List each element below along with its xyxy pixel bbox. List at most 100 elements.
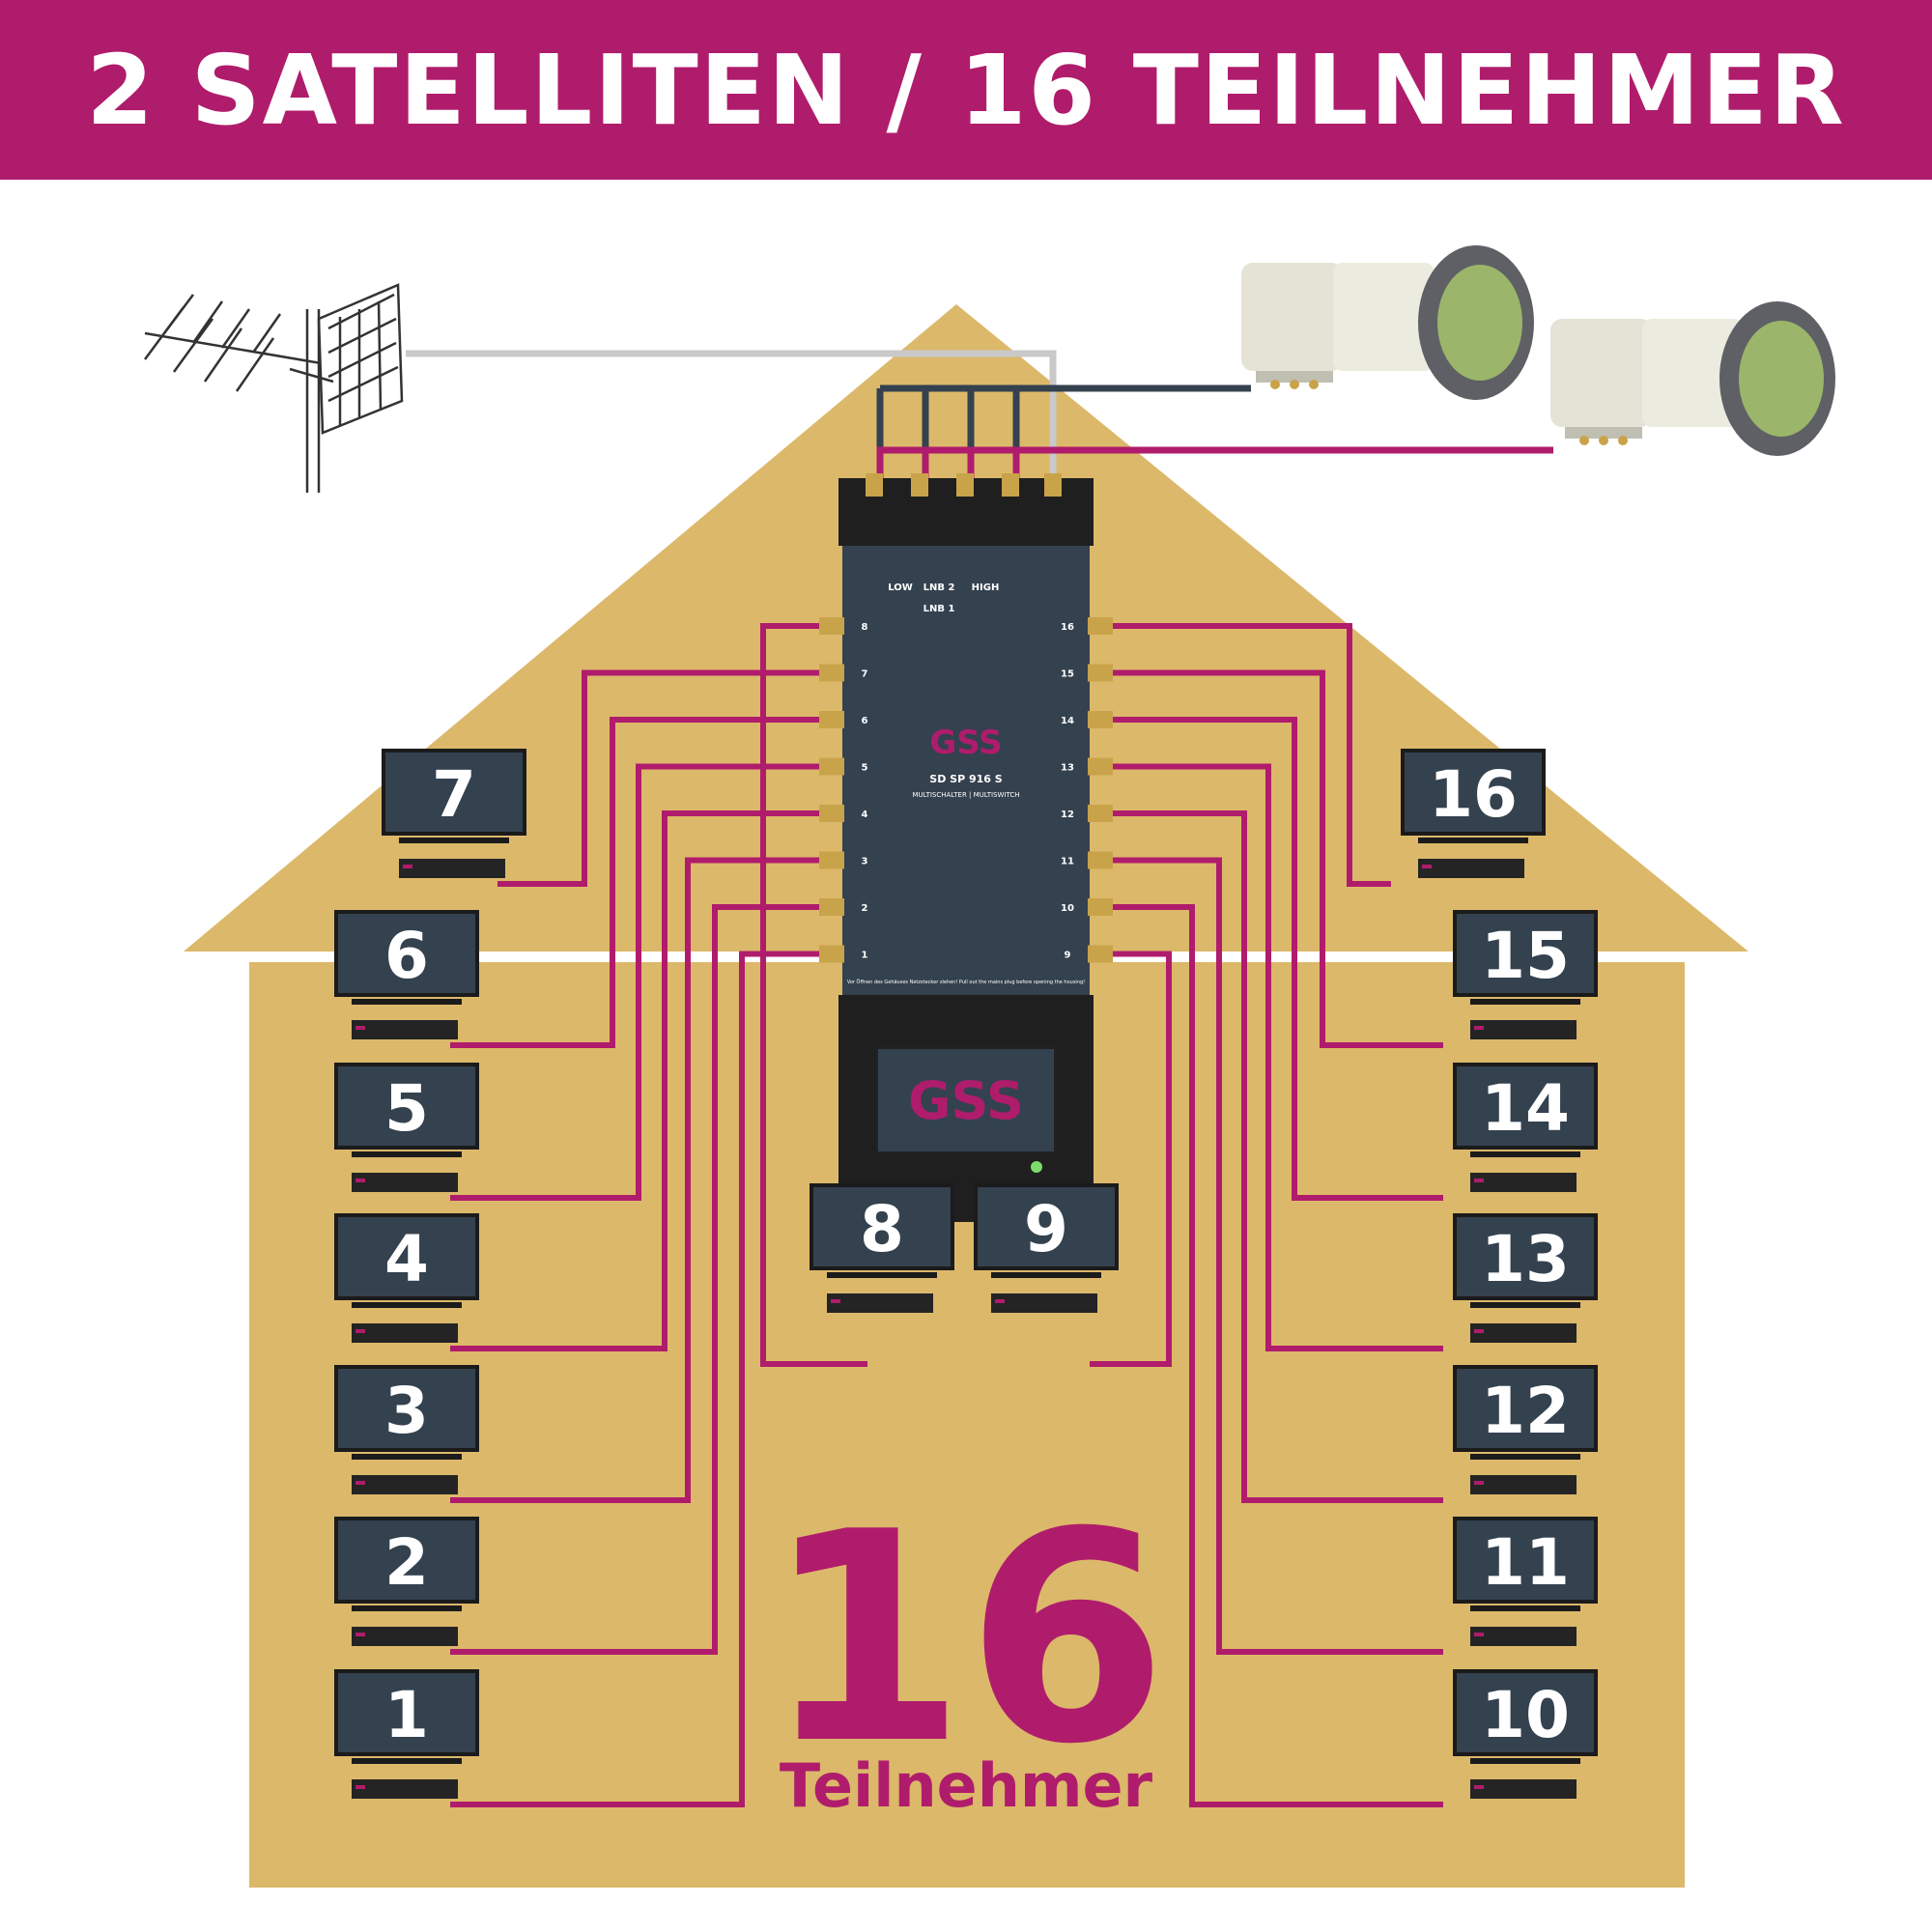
subscriber-count: 16 [764,1470,1167,1807]
receiver-7: 7 [382,749,526,878]
stb-led [1474,1026,1484,1030]
lnb-icon [1241,245,1534,400]
switch-subtitle: MULTISCHALTER | MULTISWITCH [912,791,1019,799]
set-top-box-icon [1470,1323,1577,1343]
set-top-box-icon [1470,1475,1577,1494]
tv-screen-icon [338,914,475,993]
tv-stand [399,838,509,843]
input-port [1002,473,1019,497]
receiver-number: 4 [384,1222,429,1296]
tv-screen-icon [338,1217,475,1296]
receiver-number: 8 [860,1192,904,1266]
output-port [819,664,844,682]
tv-stand [352,1758,462,1764]
tv-stand [1470,1605,1580,1611]
stb-led [831,1299,840,1303]
stb-led [355,1179,365,1182]
receiver-number: 1 [384,1678,429,1752]
switch-brand-small: GSS [929,724,1002,762]
switch-lnb1-label: LNB 1 [923,604,955,614]
tv-stand [1470,1454,1580,1460]
receiver-number: 7 [432,757,476,832]
receiver-number: 16 [1429,757,1518,832]
stb-led [995,1299,1005,1303]
receiver-8: 8 [810,1183,954,1313]
stb-led [1422,865,1432,868]
receiver-number: 10 [1481,1678,1570,1752]
port-label: 14 [1061,716,1074,726]
output-port [819,617,844,635]
tv-stand [1470,1302,1580,1308]
tv-stand [352,1454,462,1460]
tv-screen-icon [1405,753,1542,832]
stb-led [1474,1179,1484,1182]
coax-cable [450,717,838,1048]
port-label: 16 [1061,622,1074,633]
receiver-number: 5 [384,1071,429,1146]
tv-stand [1470,999,1580,1005]
tv-screen-icon [1457,1369,1594,1448]
switch-low-label: LOW [888,582,913,593]
receiver-9: 9 [974,1183,1119,1313]
coax-cable [1094,763,1443,1351]
set-top-box-icon [1470,1627,1577,1646]
port-label: 5 [862,763,868,774]
port-label: 8 [862,622,868,633]
port-label: 2 [862,903,868,914]
tv-stand [352,999,462,1005]
set-top-box-icon [352,1779,458,1799]
port-label: 12 [1061,810,1074,820]
coax-cable [1094,904,1443,1807]
tv-screen-icon [813,1187,951,1266]
set-top-box-icon [352,1475,458,1494]
receiver-12: 12 [1453,1365,1598,1494]
tv-screen-icon [1457,1066,1594,1146]
tv-stand [352,1605,462,1611]
switch-lnb2-label: LNB 2 [923,582,955,593]
switch-model: SD SP 916 S [929,773,1002,785]
port-label: 15 [1061,669,1074,680]
tv-screen-icon [1457,1520,1594,1600]
set-top-box-icon [399,859,505,878]
tv-stand [827,1272,937,1278]
set-top-box-icon [352,1627,458,1646]
input-cables [406,350,1553,483]
coax-cable [497,669,838,887]
coax-cable [1094,623,1391,887]
port-label: 1 [862,951,868,961]
port-label: 7 [862,669,868,680]
coax-cable [450,951,838,1807]
receiver-3: 3 [334,1365,479,1494]
set-top-box-icon [827,1293,933,1313]
set-top-box-icon [352,1323,458,1343]
input-port [911,473,928,497]
stb-led [355,1785,365,1789]
receiver-5: 5 [334,1063,479,1192]
receiver-10: 10 [1453,1669,1598,1799]
set-top-box-icon [991,1293,1097,1313]
set-top-box-icon [1470,1779,1577,1799]
coax-cable [1094,669,1443,1048]
receiver-6: 6 [334,910,479,1039]
coax-cable [450,763,838,1201]
stb-led [403,865,412,868]
coax-cable [450,810,838,1351]
output-port [819,851,844,869]
output-port [1088,898,1113,916]
tv-stand [991,1272,1101,1278]
coax-cable [1094,717,1443,1201]
coax-cable [760,623,867,1367]
port-label: 3 [862,857,868,867]
receiver-number: 14 [1481,1071,1570,1146]
subscriber-label: Teilnehmer [780,1750,1153,1821]
output-port [819,757,844,776]
output-port [1088,617,1113,635]
terrestrial-antenna-icon [143,283,404,493]
tv-screen-icon [338,1673,475,1752]
tv-screen-icon [338,1369,475,1448]
receiver-1: 1 [334,1669,479,1799]
stb-led [1474,1481,1484,1485]
receiver-15: 15 [1453,910,1598,1039]
tv-screen-icon [1457,1673,1594,1752]
